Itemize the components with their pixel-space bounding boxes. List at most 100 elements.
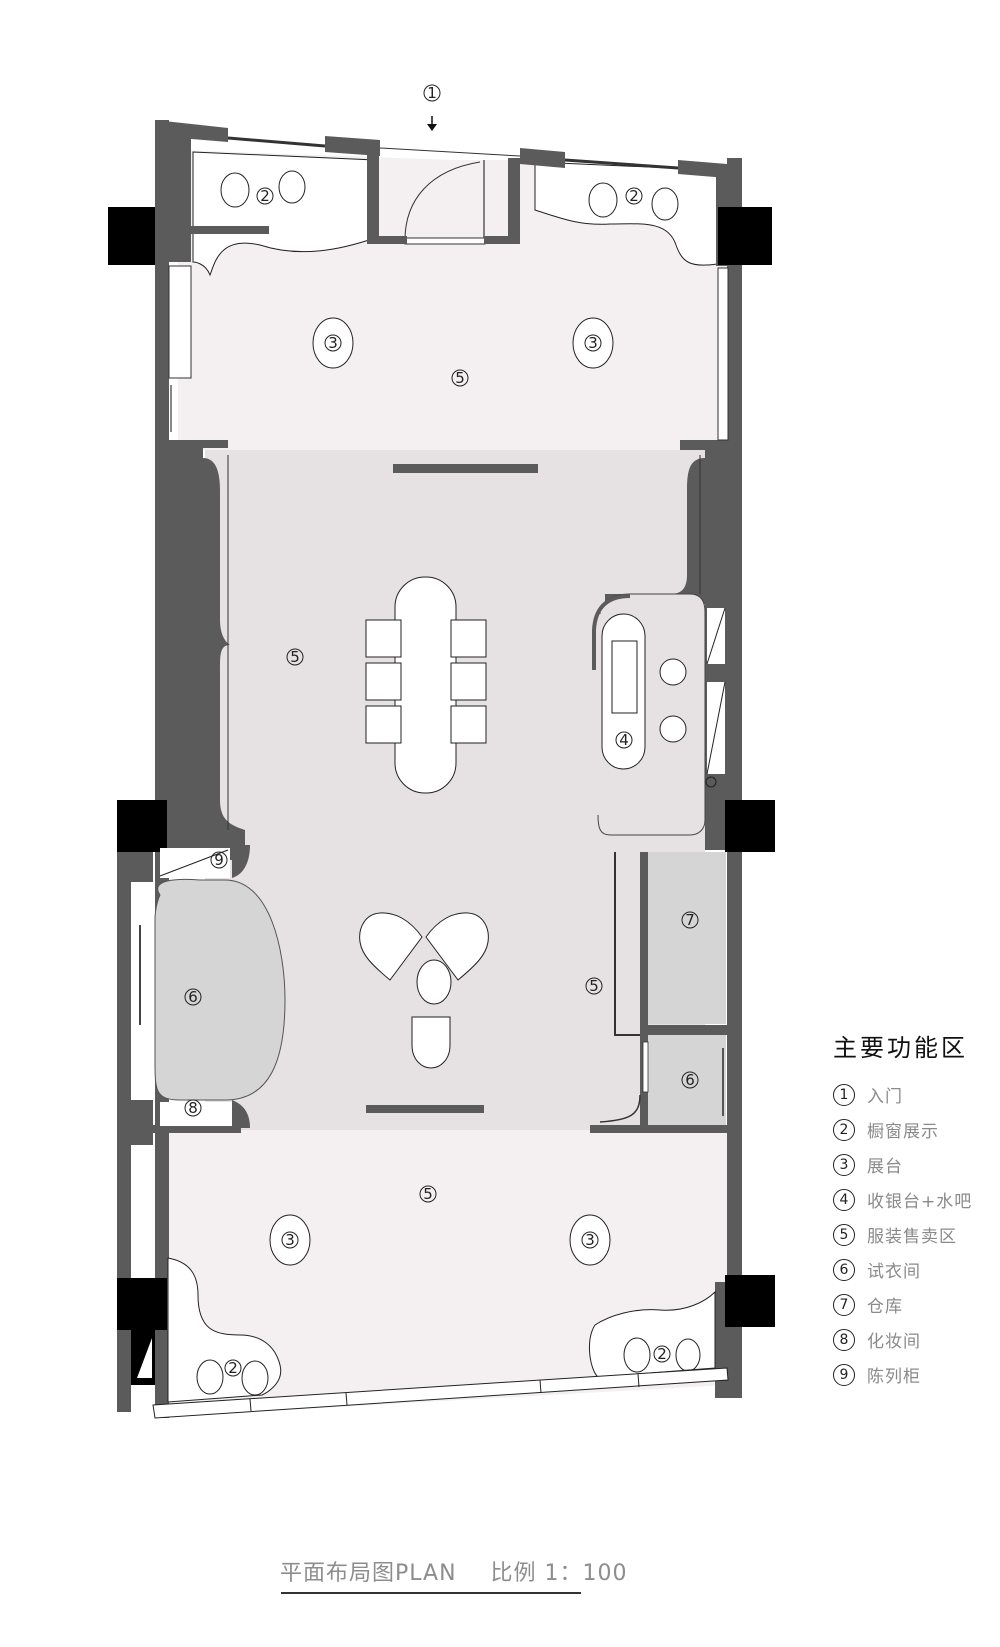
round-stool	[416, 959, 452, 1005]
window-stool	[623, 1337, 651, 1373]
entrance-threshold	[404, 237, 486, 245]
legend-item-label: 化妆间	[867, 1332, 921, 1352]
legend-item-label: 服装售卖区	[867, 1227, 957, 1247]
zone-number: 5	[290, 648, 300, 666]
legend-item: 1 入门	[833, 1077, 993, 1112]
legend-item-number: 9	[833, 1363, 855, 1386]
zone-marker-window-left-top: 2	[256, 187, 274, 205]
zone-number: 6	[685, 1071, 695, 1089]
plan-caption: 平面布局图PLAN 比例 1：100	[280, 1555, 627, 1587]
zone-number: 2	[260, 187, 270, 205]
legend-item-number: 2	[833, 1118, 855, 1141]
entrance-door-swing	[404, 161, 481, 241]
closet-lower-diagonal	[706, 681, 726, 775]
zone-number: 2	[228, 1359, 238, 1377]
window-stool	[196, 1359, 224, 1395]
legend-item: 9 陈列柜	[833, 1357, 993, 1392]
window-display-top-left	[192, 151, 376, 277]
pipe-marker	[705, 776, 717, 788]
window-stool	[588, 182, 618, 218]
makeup-wall-curve	[232, 1100, 250, 1128]
window-stool	[220, 172, 250, 208]
facade-bottom	[152, 1367, 729, 1419]
makeup-room-8	[160, 1102, 232, 1126]
zone-marker-window-left-bottom: 2	[224, 1359, 242, 1377]
side-panel-right	[717, 267, 729, 441]
zone-number: 7	[685, 911, 695, 929]
window-display-bottom-right	[588, 1290, 716, 1378]
wall-niche-right	[670, 458, 705, 594]
petal-seat-right	[425, 912, 489, 981]
storage-door	[642, 1041, 649, 1093]
cabinet-wall-curve	[232, 845, 250, 878]
facade-line	[379, 147, 521, 157]
legend-item-label: 入门	[867, 1087, 903, 1107]
zone-marker-sales-top: 5	[451, 369, 469, 387]
chairs	[365, 619, 487, 744]
caption-title: 平面布局图PLAN	[280, 1561, 457, 1586]
bar-stool-2	[659, 715, 687, 743]
window-display-bottom-left	[167, 1257, 282, 1403]
display-cabinet-diagonal	[159, 849, 229, 877]
stand-bottom-left-ring	[269, 1214, 311, 1266]
zone-marker-sales-middle-left: 5	[286, 648, 304, 666]
side-panel-left	[168, 265, 192, 379]
entrance-vestibule	[380, 160, 520, 240]
zone-number: 9	[214, 851, 224, 869]
legend-item-label: 收银台+水吧	[867, 1192, 973, 1212]
legend-item-number: 5	[833, 1223, 855, 1246]
zone-number: 5	[455, 369, 465, 387]
zone-number: 3	[588, 334, 598, 352]
zone-number: 3	[585, 1231, 595, 1249]
sales-right-partition	[614, 852, 640, 1036]
structural-columns	[108, 207, 775, 1330]
closet-upper-diagonal	[706, 607, 726, 665]
zone-number: 4	[619, 731, 629, 749]
arch-seat	[411, 1016, 451, 1069]
zone-marker-cashier: 4	[615, 731, 633, 749]
zone-number: 5	[423, 1185, 433, 1203]
zone-marker-fitting-large: 6	[184, 988, 202, 1006]
zone-marker-stand-top-left: 3	[324, 334, 342, 352]
caption-scale: 比例 1：100	[490, 1561, 628, 1586]
legend-item-label: 陈列柜	[867, 1367, 921, 1387]
zone-marker-window-right-bottom: 2	[653, 1345, 671, 1363]
entrance-marker: 1	[423, 84, 441, 131]
entrance-marker-number: 1	[427, 84, 437, 102]
legend-item-number: 3	[833, 1153, 855, 1176]
display-bar-bottom	[366, 1105, 484, 1113]
legend-item-label: 展台	[867, 1157, 903, 1177]
floor-bottom-sales	[160, 1130, 727, 1417]
window-stool	[278, 170, 306, 204]
wall-niche-left	[203, 458, 245, 860]
zone-marker-sales-middle-right: 5	[585, 977, 603, 995]
cashier-register	[611, 640, 638, 714]
zone-number: 3	[328, 334, 338, 352]
storage-room-7	[648, 852, 726, 1024]
zone-marker-fitting-small: 6	[681, 1071, 699, 1089]
legend-title: 主要功能区	[833, 1034, 968, 1062]
zone-marker-display-cabinet: 9	[210, 851, 228, 869]
fitting-room-small	[648, 1035, 726, 1125]
zone-marker-makeup: 8	[184, 1099, 202, 1117]
zone-marker-stand-bottom-right: 3	[581, 1231, 599, 1249]
facade-glazing-right	[564, 158, 679, 170]
legend-item: 3 展台	[833, 1147, 993, 1182]
zone-number: 5	[589, 977, 599, 995]
stand-bottom-right-ring	[569, 1214, 611, 1266]
zone-number: 6	[188, 988, 198, 1006]
legend-item-number: 6	[833, 1258, 855, 1281]
window-stool	[241, 1360, 269, 1396]
zone-marker-stand-top-right: 3	[584, 334, 602, 352]
facade-mullions	[249, 1373, 640, 1412]
legend-item-number: 1	[833, 1083, 855, 1106]
window-display-top-right	[534, 161, 718, 266]
stand-top-right-ring	[572, 317, 614, 369]
